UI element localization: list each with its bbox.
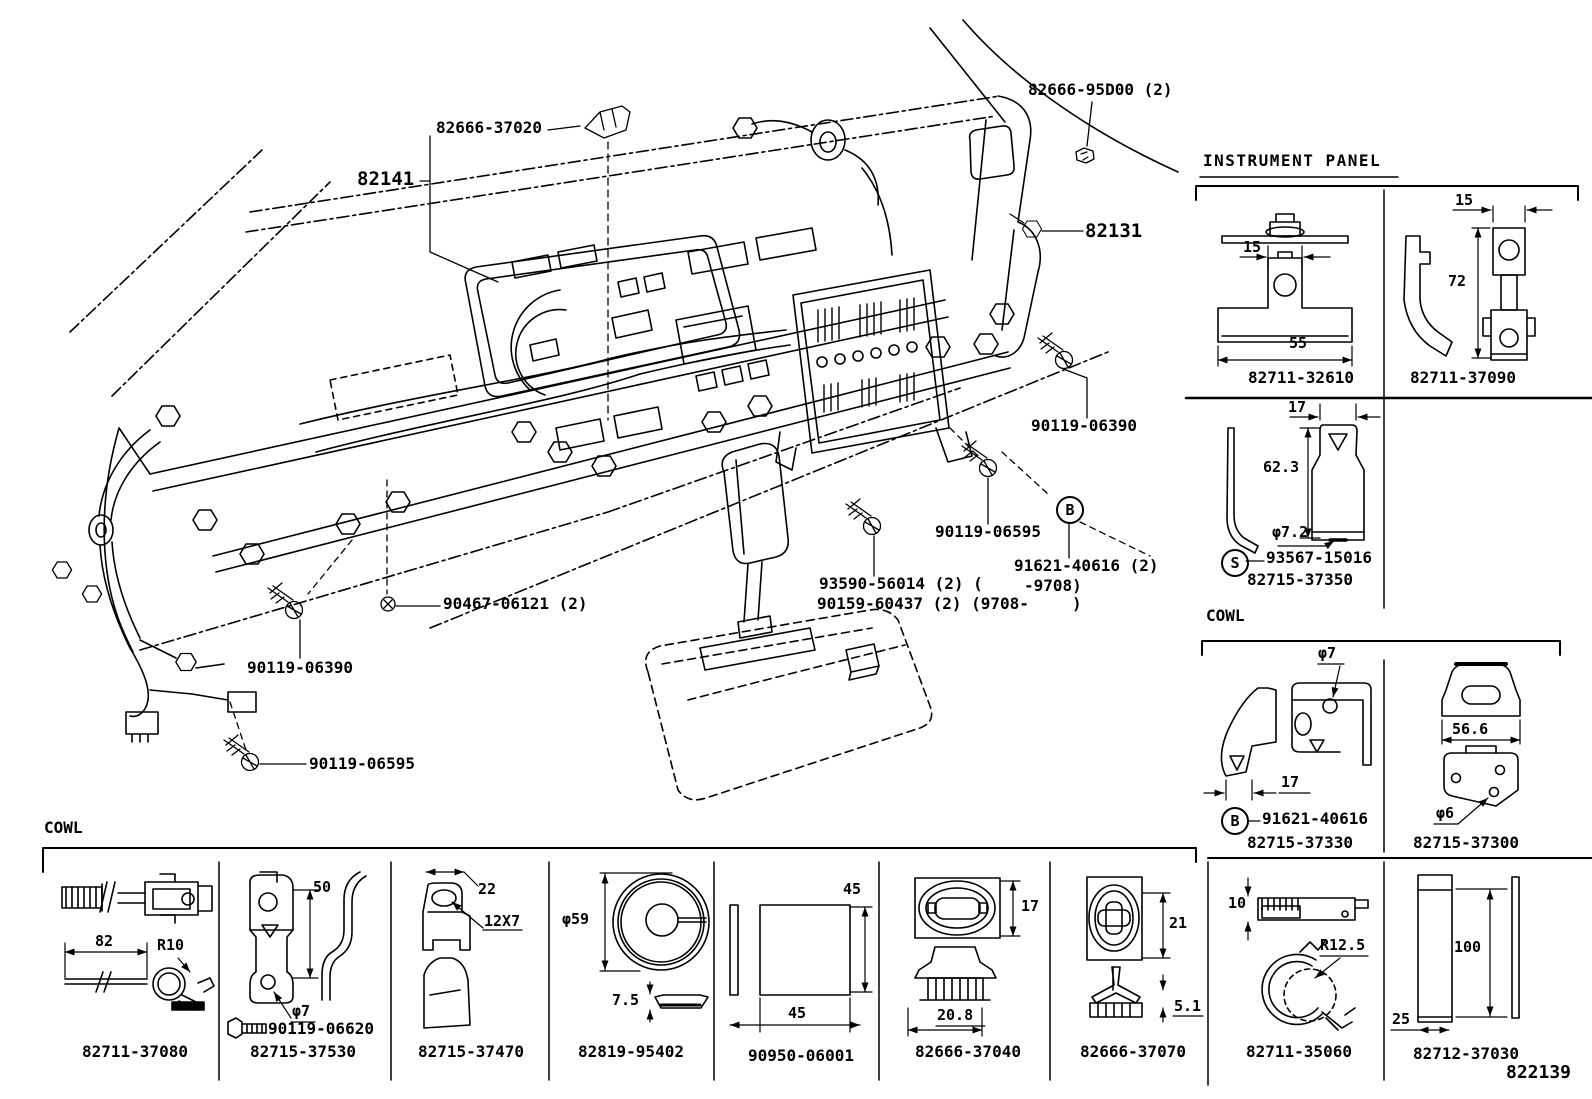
dim-label: 56.6 — [1452, 720, 1489, 738]
dim-label: 21 — [1169, 914, 1188, 932]
callout-90159-close-paren: ) — [1072, 594, 1082, 613]
dim-label: 12X7 — [484, 912, 521, 930]
fig-82666-37070 — [1086, 876, 1204, 1023]
vent-openings — [511, 227, 817, 451]
fig-82711-37080 — [61, 873, 215, 1011]
dim-label: φ59 — [562, 910, 590, 928]
cluster-opening — [329, 234, 741, 421]
callout-leaders — [223, 101, 1151, 772]
dim-label: φ7 — [292, 1002, 311, 1020]
fig-82715-37300 — [1433, 662, 1521, 825]
marker-s: S — [1221, 549, 1249, 577]
shift-lever-console — [644, 442, 933, 801]
dim-label: 100 — [1454, 938, 1482, 956]
part-number-82711-37090: 82711-37090 — [1410, 368, 1516, 387]
fig-82715-37330 — [1203, 663, 1372, 822]
callout-90119-06595-left: 90119-06595 — [309, 754, 415, 773]
fig-90950-06001 — [729, 904, 873, 1033]
callout-82666-37020: 82666-37020 — [436, 118, 542, 137]
dim-label: φ7 — [1318, 644, 1337, 662]
fuse-box — [775, 269, 973, 471]
part-number-82819-95402: 82819-95402 — [578, 1042, 684, 1061]
dim-label: 72 — [1448, 272, 1467, 290]
callout-90119-06390-left: 90119-06390 — [247, 658, 353, 677]
fig-82715-37530 — [227, 871, 367, 1039]
section-title-cowl-side: COWL — [1206, 606, 1245, 625]
dim-label: 22 — [478, 880, 497, 898]
section-frames — [42, 176, 1592, 1086]
dim-label: 17 — [1281, 773, 1300, 791]
dim-label: 62.3 — [1263, 458, 1300, 476]
section-title-cowl-bottom: COWL — [44, 818, 83, 837]
callout-90467-06121: 90467-06121 (2) — [443, 594, 588, 613]
part-number-82711-35060: 82711-35060 — [1246, 1042, 1352, 1061]
dim-label: 82 — [95, 932, 114, 950]
callout-90119-06595-right: 90119-06595 — [935, 522, 1041, 541]
callout-82666-95d00: 82666-95D00 (2) — [1028, 80, 1173, 99]
part-number-93567-15016: 93567-15016 — [1266, 548, 1372, 567]
part-number-82715-37330: 82715-37330 — [1247, 833, 1353, 852]
part-number-82712-37030: 82712-37030 — [1413, 1044, 1519, 1063]
section-title-instrument-panel: INSTRUMENT PANEL — [1203, 151, 1382, 170]
dim-label: 15 — [1243, 238, 1262, 256]
fig-82715-37350 — [1226, 403, 1381, 562]
fig-82711-32610 — [1217, 213, 1353, 367]
dim-label: 50 — [313, 878, 332, 896]
callout-82141: 82141 — [357, 168, 415, 190]
dim-label: 45 — [788, 1004, 807, 1022]
bolt-b-marker: B — [1056, 496, 1084, 524]
part-number-82711-37080: 82711-37080 — [82, 1042, 188, 1061]
dim-label: 25 — [1392, 1010, 1411, 1028]
dim-label: φ6 — [1436, 804, 1455, 822]
fig-82666-37040 — [907, 877, 1021, 1037]
dim-label: φ7.2 — [1272, 523, 1309, 541]
callout-93590-56014: 93590-56014 (2) ( — [819, 574, 983, 593]
part-number-82666-37070: 82666-37070 — [1080, 1042, 1186, 1061]
dim-label: 45 — [843, 880, 862, 898]
fig-82712-37030 — [1390, 874, 1520, 1034]
dim-label: R12.5 — [1320, 936, 1366, 954]
part-number-82666-37040: 82666-37040 — [915, 1042, 1021, 1061]
part-number-82715-37530: 82715-37530 — [250, 1042, 356, 1061]
dim-label: R10 — [157, 936, 185, 954]
fig-82711-37090 — [1403, 205, 1553, 361]
dim-label: 20.8 — [937, 1006, 974, 1024]
dash-panel-outline — [69, 19, 1179, 653]
dim-label: 7.5 — [612, 991, 640, 1009]
dim-label: 15 — [1455, 191, 1474, 209]
callout-90119-06390-right: 90119-06390 — [1031, 416, 1137, 435]
callout-91621-40616: 91621-40616 (2) — [1014, 556, 1159, 575]
callout-82131: 82131 — [1085, 220, 1143, 242]
dim-label: 55 — [1289, 334, 1308, 352]
fig-82715-37470 — [422, 868, 523, 1029]
dim-label: 17 — [1288, 398, 1307, 416]
part-number-90119-06620: 90119-06620 — [268, 1019, 374, 1038]
part-number-91621-40616: 91621-40616 — [1262, 809, 1368, 828]
part-number-82715-37350: 82715-37350 — [1247, 570, 1353, 589]
part-number-82711-32610: 82711-32610 — [1248, 368, 1354, 387]
dim-label: 17 — [1021, 897, 1040, 915]
fig-82819-95402 — [599, 872, 710, 1023]
fig-82711-35060 — [1244, 877, 1369, 1031]
wiring-harness — [88, 117, 893, 743]
dim-label: 5.1 — [1174, 997, 1202, 1015]
callout-90159-60437: 90159-60437 (2) (9708- — [817, 594, 1029, 613]
callout-91621-range: -9708) — [1024, 576, 1082, 595]
marker-b: B — [1221, 807, 1249, 835]
diagram-number: 822139 — [1506, 1062, 1572, 1083]
dim-label: 10 — [1228, 894, 1247, 912]
part-number-82715-37300: 82715-37300 — [1413, 833, 1519, 852]
part-number-82715-37470: 82715-37470 — [418, 1042, 524, 1061]
part-number-90950-06001: 90950-06001 — [748, 1046, 854, 1065]
